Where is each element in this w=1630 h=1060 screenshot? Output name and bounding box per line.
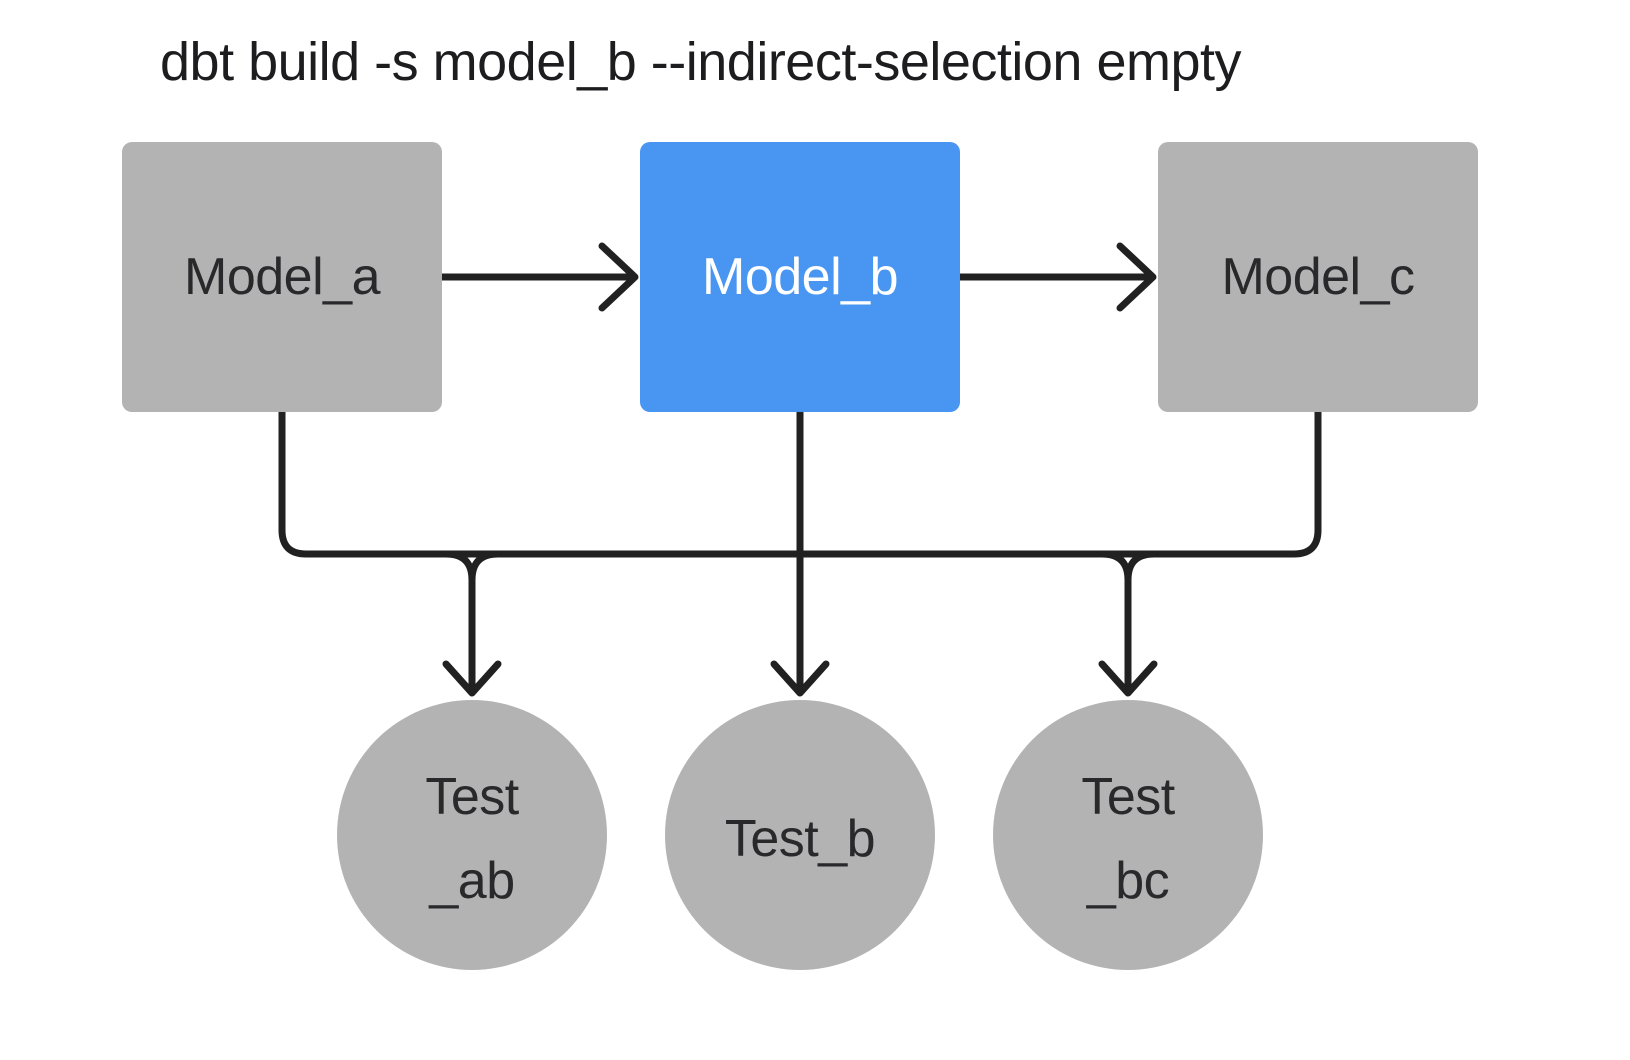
node-model-a-label: Model_a <box>184 248 380 306</box>
arrowhead-test-ab <box>442 660 502 697</box>
arrowhead-model-b-to-model-c <box>1116 242 1157 312</box>
node-model-b-label: Model_b <box>702 248 898 306</box>
node-test-bc-label-line1: Test <box>1081 768 1175 826</box>
node-model-a: Model_a <box>122 142 442 412</box>
arrowhead-test-bc <box>1098 660 1158 697</box>
edge-funnel-to-test-ab-right <box>468 550 502 584</box>
node-model-c-label: Model_c <box>1221 248 1415 306</box>
edge-funnel-to-test-bc-right <box>1124 550 1158 584</box>
node-test-ab-label-line1: Test <box>425 768 519 826</box>
node-test-ab-label-line2: _ab <box>429 852 515 910</box>
arrowhead-model-a-to-model-b <box>598 242 639 312</box>
page-title: dbt build -s model_b --indirect-selectio… <box>160 32 1242 92</box>
node-model-b-selected: Model_b <box>640 142 960 412</box>
arrowhead-test-b <box>770 660 830 697</box>
node-test-b: Test_b <box>665 700 935 970</box>
node-test-bc-label-line2: _bc <box>1086 852 1170 910</box>
node-test-b-label: Test_b <box>724 810 876 868</box>
node-model-c: Model_c <box>1158 142 1478 412</box>
node-test-ab: Test _ab <box>337 700 607 970</box>
node-test-bc: Test _bc <box>993 700 1263 970</box>
